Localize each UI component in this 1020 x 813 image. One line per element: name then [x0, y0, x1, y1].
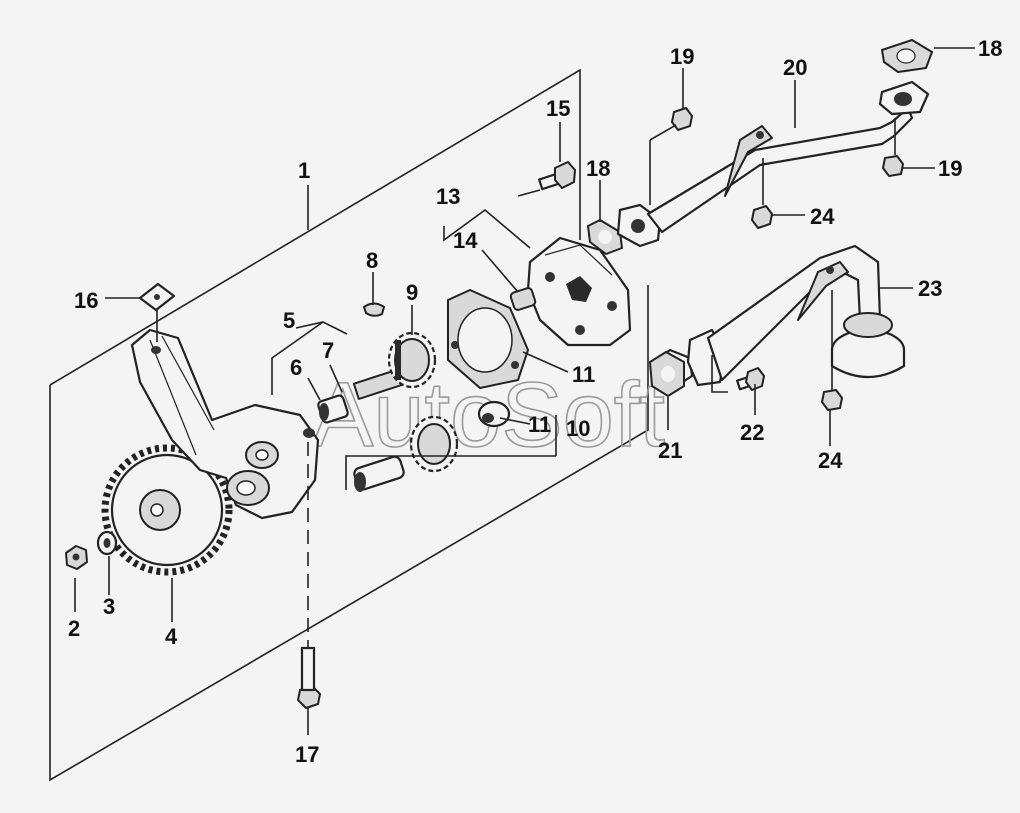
gasket-top-icon [881, 39, 933, 73]
bolt-22-icon [736, 367, 765, 391]
small-bolt-icon [297, 107, 904, 709]
callout-15: 15 [546, 96, 570, 121]
callout-16: 16 [74, 288, 98, 313]
suction-pipe-icon [653, 244, 906, 388]
shaft-icon [353, 455, 405, 492]
callout-7: 7 [322, 338, 334, 363]
callout-3: 3 [103, 594, 115, 619]
gasket-icon [447, 289, 529, 389]
callout-6: 6 [290, 355, 302, 380]
drive-shaft-gear-icon [352, 331, 437, 400]
callout-18-center: 18 [586, 156, 610, 181]
callout-8: 8 [366, 248, 378, 273]
callout-9: 9 [406, 280, 418, 305]
assembly-boundary [49, 68, 649, 782]
callout-14: 14 [453, 228, 478, 253]
callout-18-top: 18 [978, 36, 1002, 61]
callout-10: 10 [566, 416, 590, 441]
upper-pipe-icon [616, 80, 930, 248]
callout-11-lower: 11 [528, 412, 551, 437]
callout-11-upper: 11 [572, 362, 595, 387]
bolt-icon [538, 161, 576, 191]
pump-body-icon [130, 328, 320, 520]
nut-icon [65, 545, 88, 570]
plate-icon [138, 282, 176, 312]
callout-17: 17 [295, 742, 319, 767]
bushing-icon [317, 394, 349, 424]
gasket-21-icon [649, 351, 685, 397]
drive-gear-icon [101, 444, 233, 576]
pin-icon [363, 302, 385, 317]
callout-21: 21 [658, 438, 682, 463]
callout-19-top: 19 [670, 44, 694, 69]
callout-13: 13 [436, 184, 460, 209]
washer-icon [96, 530, 118, 556]
callout-19-right: 19 [938, 156, 962, 181]
leader-lines [74, 47, 975, 735]
idler-gear-icon [409, 400, 511, 473]
callout-22: 22 [740, 420, 764, 445]
callout-labels: 1 2 3 4 5 6 7 8 9 10 11 11 13 14 15 16 1… [68, 36, 1002, 767]
callout-2: 2 [68, 616, 80, 641]
callout-24-lower: 24 [818, 448, 843, 473]
callout-4: 4 [165, 624, 178, 649]
callout-5: 5 [283, 308, 295, 333]
callout-20: 20 [783, 55, 807, 80]
callout-23: 23 [918, 276, 942, 301]
callout-24-upper: 24 [810, 204, 835, 229]
pump-cover-icon [509, 236, 632, 347]
callout-1: 1 [298, 158, 310, 183]
